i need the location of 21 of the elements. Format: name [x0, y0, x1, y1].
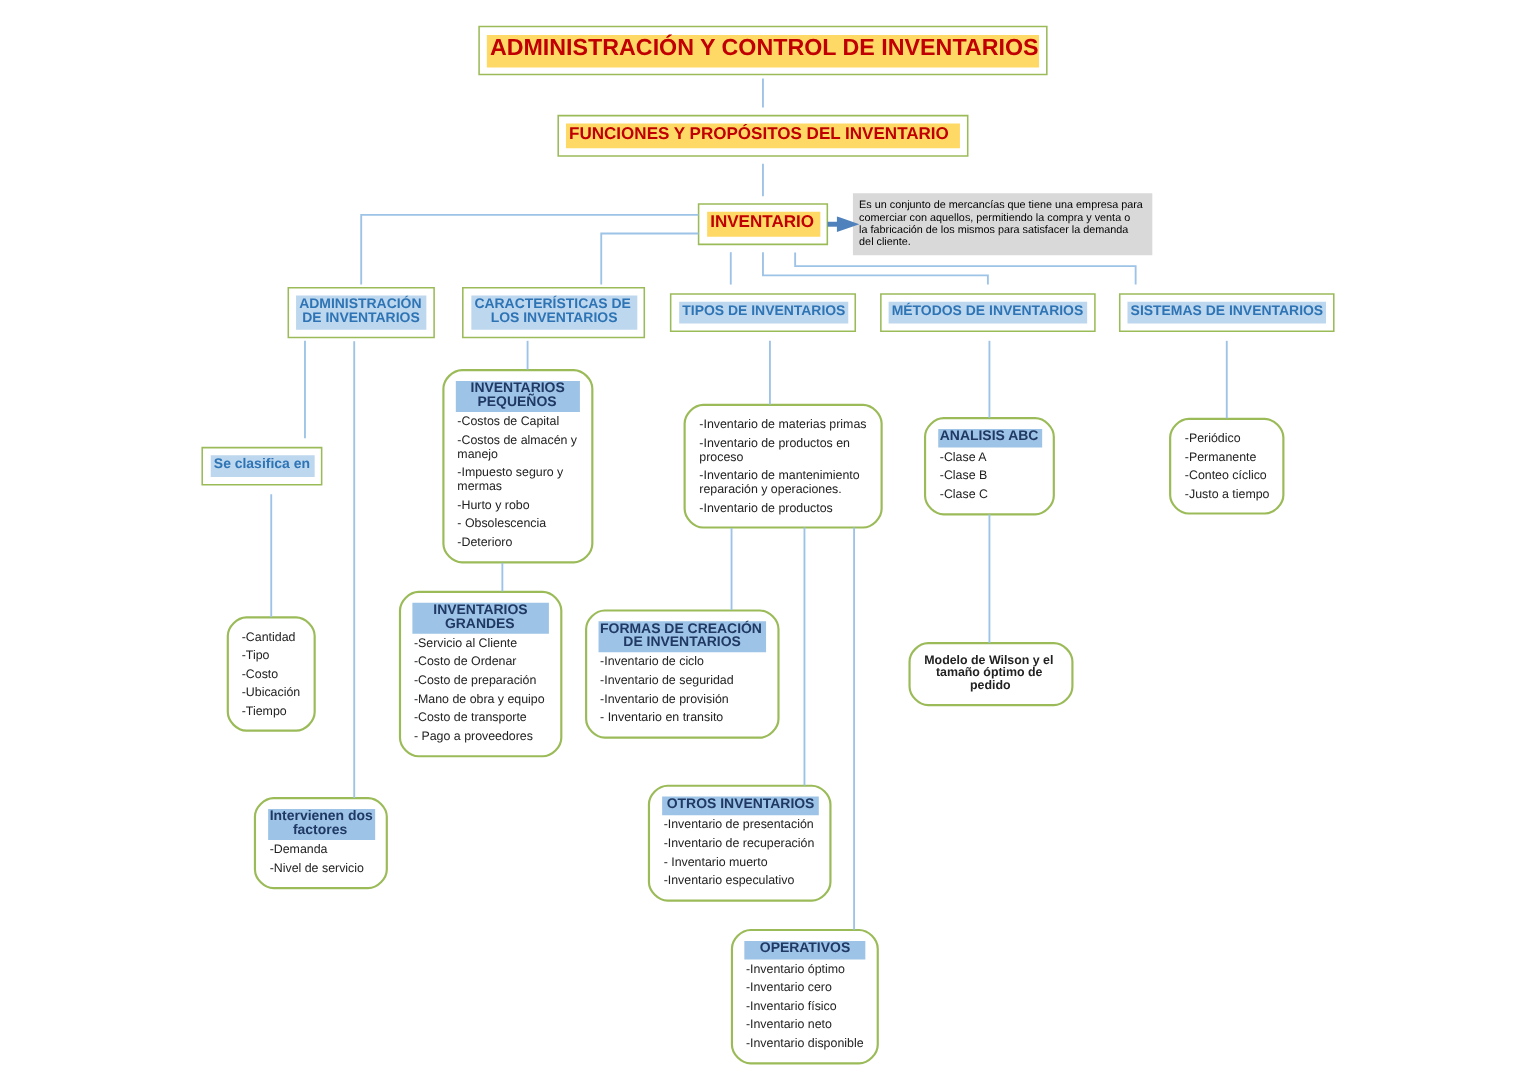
node-box: FUNCIONES Y PROPÓSITOS DEL INVENTARIO: [557, 114, 969, 157]
connector: [803, 526, 806, 787]
connector: [360, 214, 700, 286]
connector: [353, 340, 356, 799]
connector: [304, 339, 306, 440]
connector: [769, 339, 771, 406]
connector: [501, 561, 504, 593]
connector: [762, 77, 764, 109]
connector: [988, 339, 991, 419]
connector: [853, 526, 855, 931]
connector: [729, 251, 732, 286]
connector: [1225, 339, 1228, 420]
connector: [762, 162, 764, 198]
connector: [600, 232, 700, 286]
connector: [988, 513, 991, 644]
connector: [762, 251, 989, 286]
node-box: ADMINISTRACIÓN Y CONTROL DE INVENTARIOS: [478, 25, 1048, 76]
node-box: INVENTARIO: [697, 203, 829, 246]
connector: [730, 527, 733, 611]
connector: [526, 339, 529, 371]
connector: [270, 493, 273, 619]
